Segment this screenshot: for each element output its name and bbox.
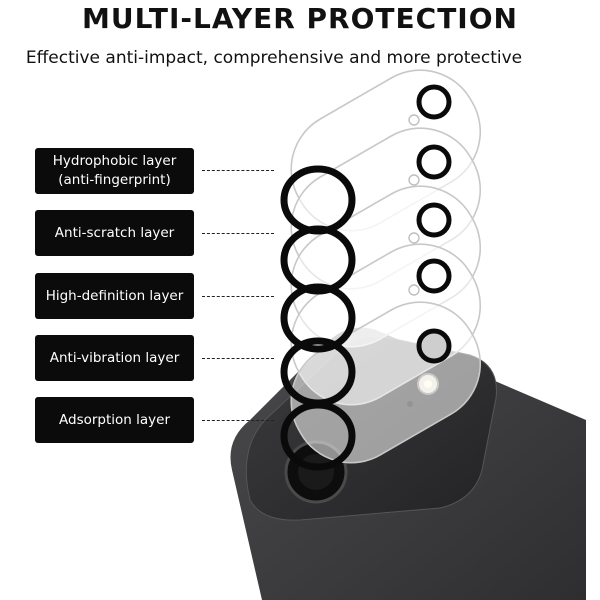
leader-line-anti-vibration (202, 358, 274, 359)
page-title: MULTI-LAYER PROTECTION (82, 2, 518, 35)
layer-label-adsorption: Adsorption layer (35, 397, 194, 443)
layer-label-text: Anti-scratch layer (54, 224, 175, 241)
layer-label-hydrophobic: Hydrophobic layer (anti-fingerprint) (35, 148, 194, 194)
large-lens-rings (280, 165, 356, 471)
flash-cutouts (408, 114, 420, 296)
layer-label-anti-scratch: Anti-scratch layer (35, 210, 194, 256)
layer-label-text: Adsorption layer (59, 411, 170, 428)
page-subtitle: Effective anti-impact, comprehensive and… (25, 48, 523, 68)
layer-label-subtext: (anti-fingerprint) (58, 172, 171, 188)
leader-line-hydrophobic (202, 170, 274, 171)
small-lens-rings (416, 84, 452, 364)
leader-line-high-definition (202, 296, 274, 297)
leader-line-adsorption (202, 420, 274, 421)
layer-label-text: Anti-vibration layer (49, 349, 180, 366)
layer-label-text: Hydrophobic layer (52, 153, 177, 169)
protector-sheets (290, 69, 482, 464)
leader-line-anti-scratch (202, 233, 274, 234)
layer-label-anti-vibration: Anti-vibration layer (35, 335, 194, 381)
layer-label-high-definition: High-definition layer (35, 273, 194, 319)
layer-label-text: High-definition layer (45, 287, 184, 304)
